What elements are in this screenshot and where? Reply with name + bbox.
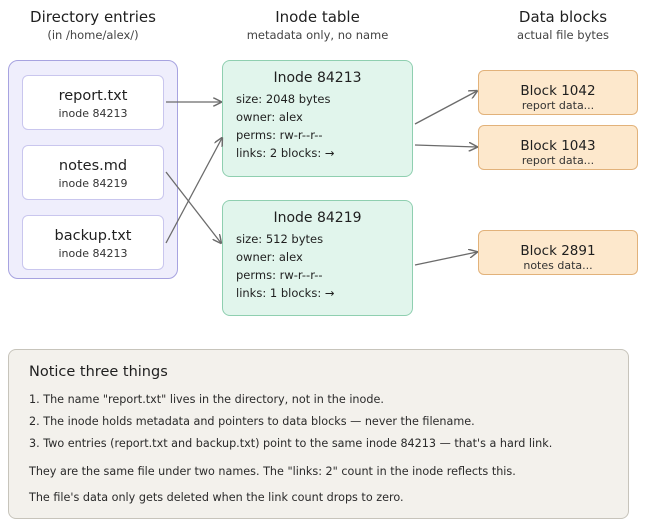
- note-line: 3. Two entries (report.txt and backup.tx…: [29, 437, 553, 450]
- block-title: Block 1043: [520, 138, 596, 154]
- inode-links: links: 2 blocks: →: [236, 146, 335, 160]
- inode-perms: perms: rw-r--r--: [236, 128, 323, 142]
- inode-links: links: 1 blocks: →: [236, 286, 335, 300]
- arrow-inode-to-block-1043: [414, 145, 477, 147]
- entry-inode: inode 84213: [58, 107, 128, 120]
- arrow-inode-to-block-1042: [414, 91, 477, 125]
- arrow-inode-to-block-2891: [414, 252, 477, 266]
- note-line: 1. The name "report.txt" lives in the di…: [29, 393, 384, 406]
- directory-column-title: Directory entries: [30, 8, 156, 26]
- data-block[interactable]: Block 1042 report data...: [478, 70, 638, 115]
- inode-title: Inode 84213: [273, 70, 362, 86]
- inode-title: Inode 84219: [273, 210, 362, 226]
- inode-size: size: 512 bytes: [236, 232, 324, 246]
- block-title: Block 1042: [520, 83, 596, 99]
- notes-panel: Notice three things 1. The name "report.…: [8, 349, 629, 519]
- entry-name: report.txt: [58, 88, 128, 104]
- inode-size: size: 2048 bytes: [236, 92, 331, 106]
- blocks-column-title: Data blocks: [518, 8, 608, 26]
- inode-card[interactable]: Inode 84219 size: 512 bytes owner: alex …: [222, 200, 413, 316]
- inode-owner: owner: alex: [236, 110, 303, 124]
- inode-perms: perms: rw-r--r--: [236, 268, 323, 282]
- inode-card[interactable]: Inode 84213 size: 2048 bytes owner: alex…: [222, 60, 413, 177]
- entry-inode: inode 84213: [58, 247, 128, 260]
- directory-column-subtitle: (in /home/alex/): [47, 28, 139, 42]
- block-title: Block 2891: [520, 243, 596, 259]
- inode-column-title: Inode table: [275, 8, 360, 26]
- block-content: notes data...: [523, 259, 593, 272]
- note-line: The file's data only gets deleted when t…: [29, 491, 404, 504]
- entry-inode: inode 84219: [58, 177, 128, 190]
- note-line: They are the same file under two names. …: [29, 465, 516, 478]
- data-block[interactable]: Block 1043 report data...: [478, 125, 638, 170]
- note-line: 2. The inode holds metadata and pointers…: [29, 415, 475, 428]
- entry-name: notes.md: [58, 158, 128, 174]
- blocks-column-subtitle: actual file bytes: [517, 28, 609, 42]
- inode-owner: owner: alex: [236, 250, 303, 264]
- data-block[interactable]: Block 2891 notes data...: [478, 230, 638, 275]
- entry-name: backup.txt: [54, 228, 132, 244]
- directory-entry[interactable]: backup.txt inode 84213: [22, 215, 164, 270]
- directory-entry[interactable]: notes.md inode 84219: [22, 145, 164, 200]
- block-content: report data...: [521, 99, 595, 112]
- directory-entry[interactable]: report.txt inode 84213: [22, 75, 164, 130]
- block-content: report data...: [521, 154, 595, 167]
- inode-column-subtitle: metadata only, no name: [246, 28, 389, 42]
- notes-title: Notice three things: [29, 364, 168, 380]
